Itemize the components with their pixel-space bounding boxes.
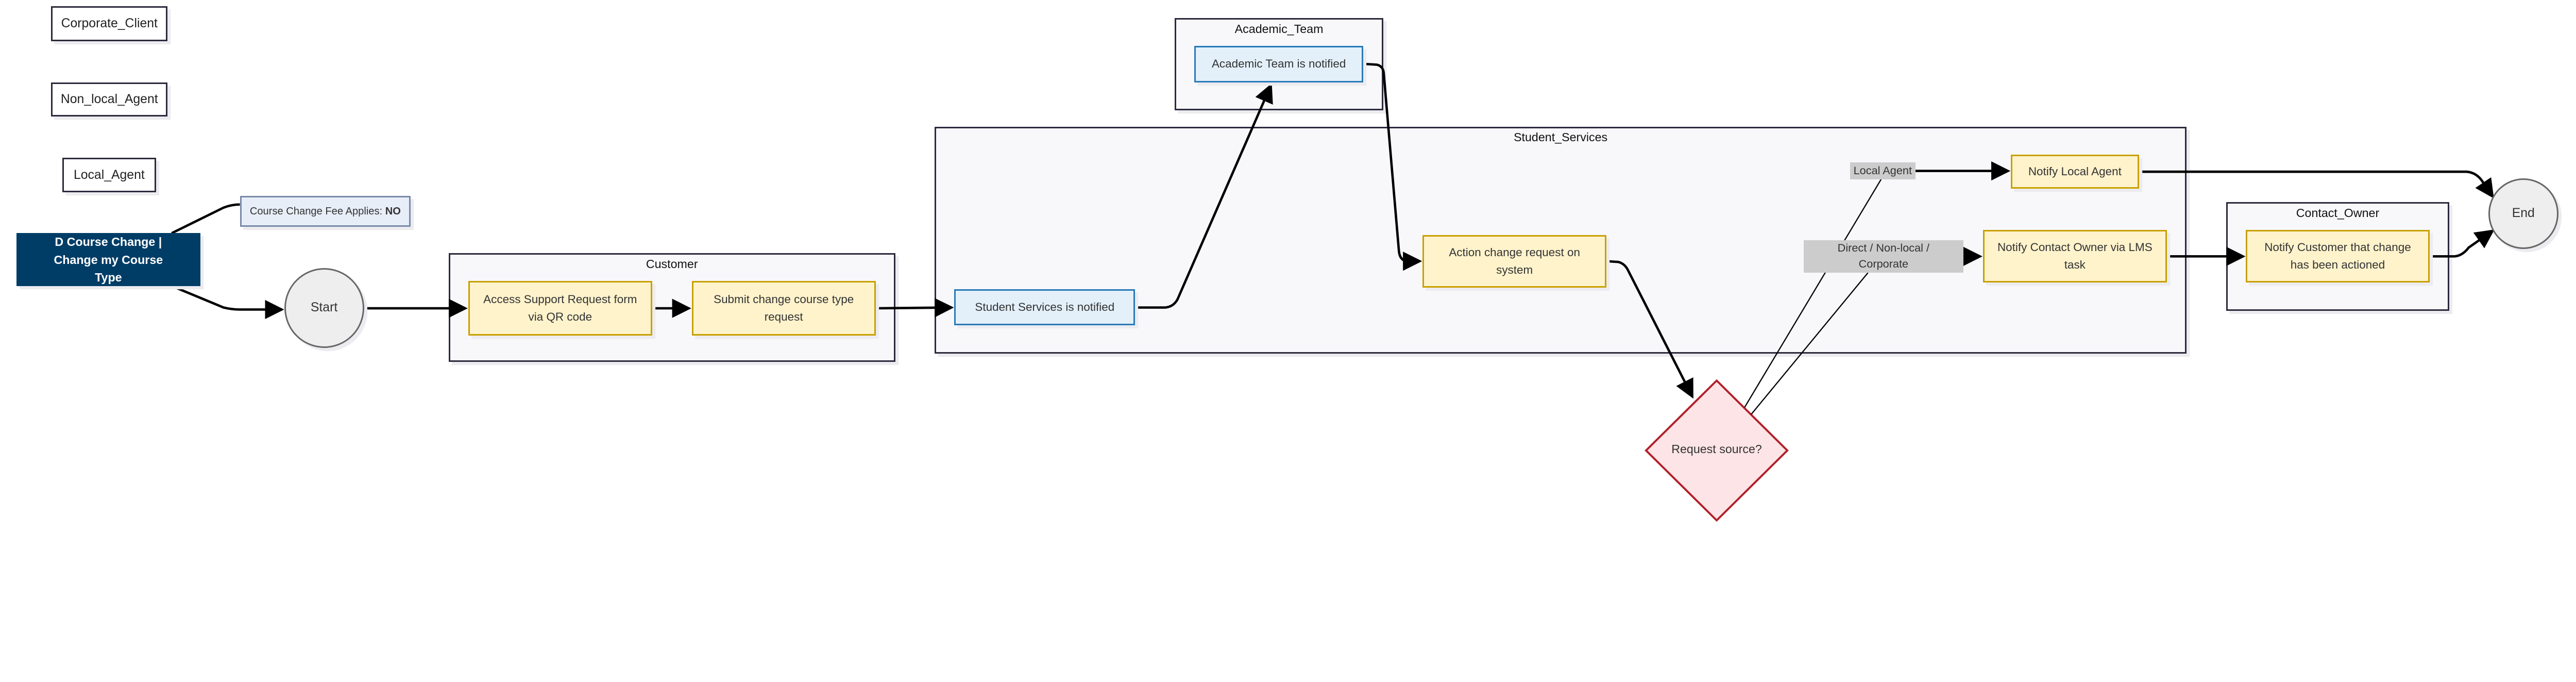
edge-localnotify-to-end: [2139, 170, 2494, 199]
cluster-title: Academic_Team: [1234, 22, 1324, 36]
cluster-title: Customer: [646, 257, 698, 271]
edge-label-local-agent: Local Agent: [1850, 162, 1916, 179]
legend-local-agent[interactable]: Local_Agent: [62, 158, 156, 193]
submit-change-request-node[interactable]: Submit change course type request: [691, 281, 876, 336]
action-change-request-node[interactable]: Action change request on system: [1422, 235, 1607, 288]
access-support-request-node[interactable]: Access Support Request form via QR code: [468, 281, 652, 336]
process-title-node[interactable]: D Course Change | Change my Course Type: [16, 233, 200, 286]
legend-corporate-client[interactable]: Corporate_Client: [51, 6, 168, 41]
fee-note[interactable]: Course Change Fee Applies: NO: [240, 195, 411, 227]
edge-title-to-start: [171, 285, 284, 319]
legend-non-local-agent[interactable]: Non_local_Agent: [51, 82, 168, 117]
fee-note-text: Course Change Fee Applies:: [249, 205, 385, 217]
decision-label: Request source?: [1671, 442, 1762, 456]
student-services-notified-node[interactable]: Student Services is notified: [954, 289, 1136, 326]
academic-team-notified-node[interactable]: Academic Team is notified: [1194, 46, 1364, 82]
edge-label-direct: Direct / Non-local / Corporate: [1803, 240, 1963, 273]
fee-note-value: NO: [385, 205, 401, 217]
cluster-title: Student_Services: [1514, 130, 1608, 144]
notify-local-agent-node[interactable]: Notify Local Agent: [2011, 154, 2139, 189]
start-node[interactable]: Start: [284, 268, 364, 348]
edge-title-to-note: [171, 203, 240, 235]
end-node[interactable]: End: [2488, 178, 2558, 249]
cluster-title: Contact_Owner: [2296, 206, 2380, 220]
notify-contact-owner-node[interactable]: Notify Contact Owner via LMS task: [1982, 230, 2167, 283]
notify-customer-node[interactable]: Notify Customer that change has been act…: [2246, 230, 2430, 283]
